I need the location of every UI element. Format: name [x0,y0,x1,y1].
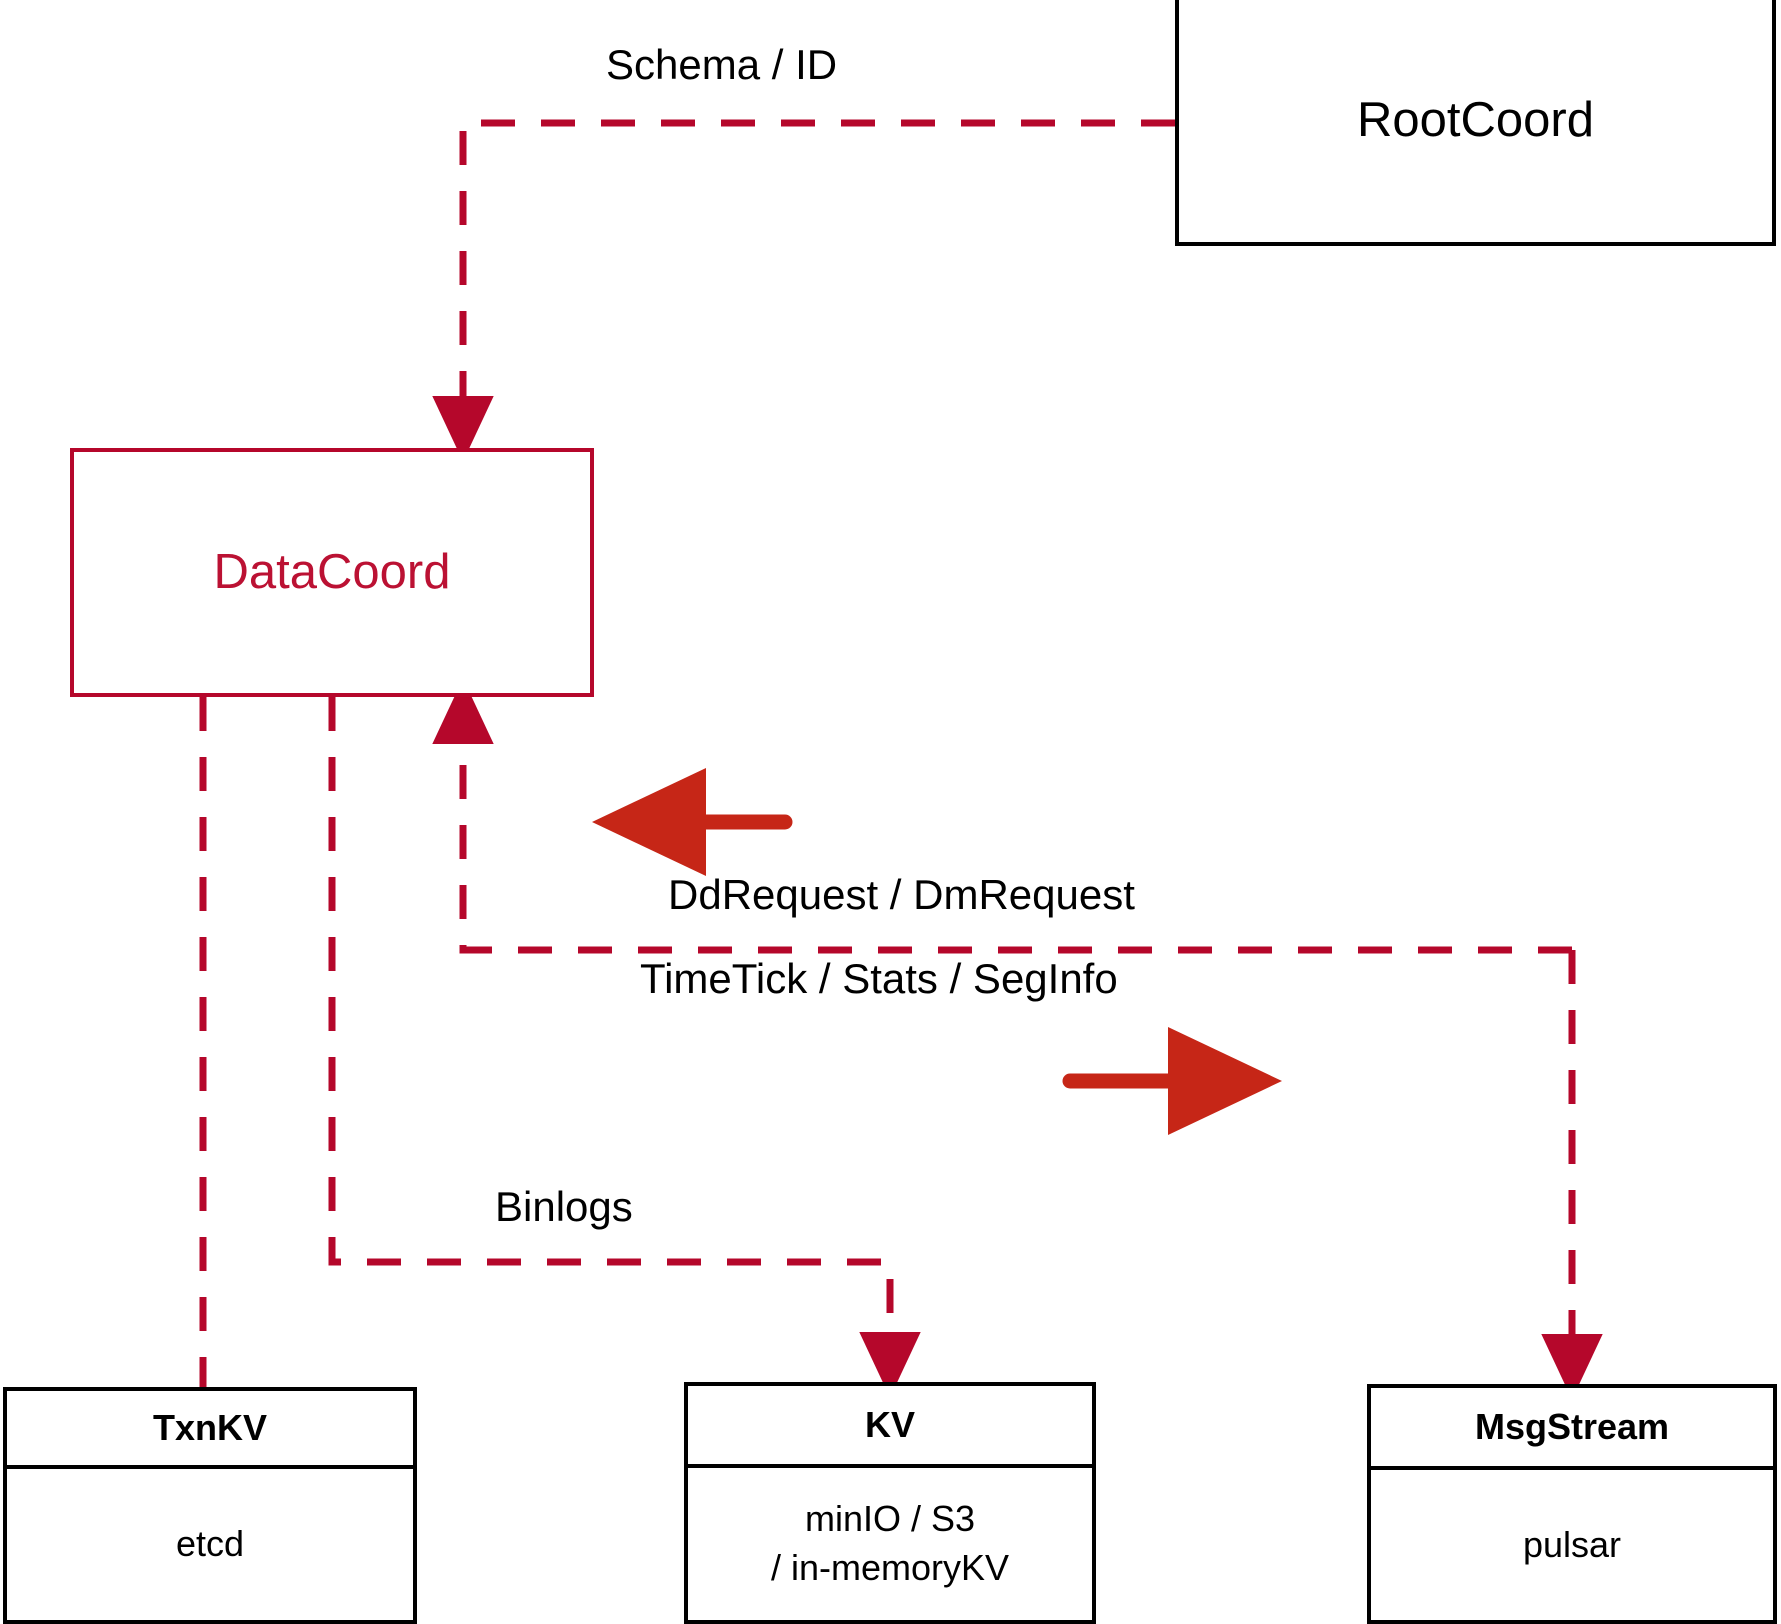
node-rootcoord-label: RootCoord [1357,93,1594,148]
node-kv-body: minIO / S3 / in-memoryKV [688,1468,1092,1620]
node-datacoord-label: DataCoord [213,544,451,599]
node-txnkv-body: etcd [7,1469,413,1620]
node-rootcoord[interactable]: RootCoord [1175,0,1776,246]
node-msgstream-header: MsgStream [1371,1388,1773,1470]
edge-label-schema-id: Schema / ID [606,41,838,88]
node-kv-body-line: / in-memoryKV [770,1547,1010,1588]
edge-schema-id [432,119,1175,462]
node-txnkv[interactable]: TxnKV etcd [3,1387,417,1624]
edge-binlogs [328,697,921,1398]
node-msgstream[interactable]: MsgStream pulsar [1367,1384,1777,1624]
node-datacoord[interactable]: DataCoord [70,448,594,697]
edge-label-binlogs: Binlogs [495,1183,633,1230]
node-msgstream-body-line: pulsar [1522,1523,1622,1565]
edge-ddrequest-dmrequest [432,678,1572,954]
edge-label-timetick-stats-seginfo: TimeTick / Stats / SegInfo [640,955,1118,1002]
node-msgstream-body: pulsar [1371,1470,1773,1620]
node-kv[interactable]: KV minIO / S3 / in-memoryKV [684,1382,1096,1624]
edge-label-ddrequest-dmrequest: DdRequest / DmRequest [668,871,1135,918]
node-kv-body-line: minIO / S3 [804,1498,976,1540]
node-txnkv-body-line: etcd [175,1523,245,1565]
node-kv-header: KV [688,1386,1092,1468]
node-txnkv-header: TxnKV [7,1391,413,1469]
